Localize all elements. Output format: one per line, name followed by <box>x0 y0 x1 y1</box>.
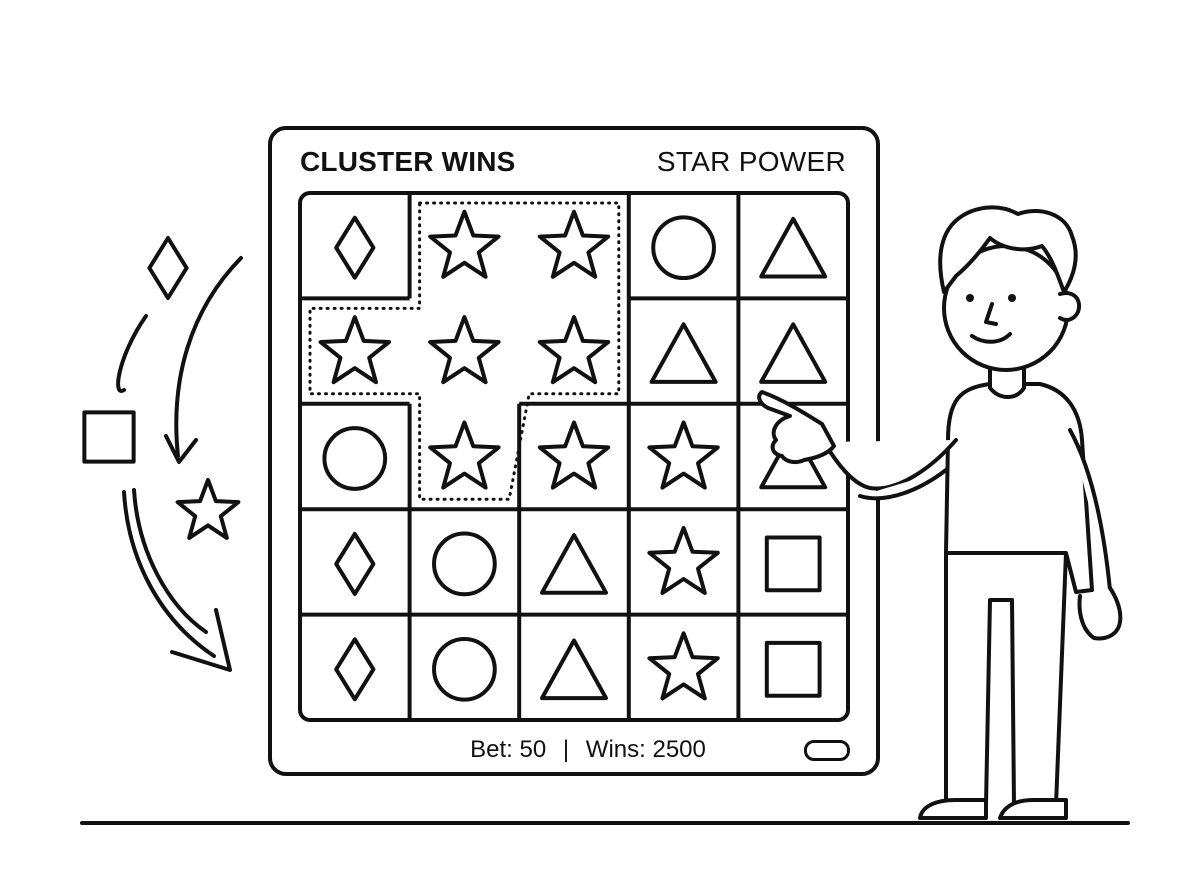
star-symbol <box>647 631 720 701</box>
circle-symbol <box>322 426 388 491</box>
star-symbol <box>647 420 720 490</box>
person-left-shoe <box>918 798 988 820</box>
star-symbol <box>537 209 611 279</box>
star-symbol <box>537 315 611 385</box>
diamond-symbol <box>334 531 376 596</box>
person-illustration <box>757 205 1123 820</box>
bet-value: 50 <box>519 736 547 763</box>
grid-lines <box>300 193 848 720</box>
status-bar: Bet: 50 | Wins: 2500 <box>400 736 776 764</box>
arrow-arc-upper <box>116 314 148 393</box>
person-pointing-arm-lower <box>858 468 948 501</box>
person-torso <box>944 382 1094 594</box>
triangle-symbol <box>540 533 608 595</box>
star-symbol <box>428 420 501 490</box>
person-pointing-arm-upper <box>822 438 958 491</box>
person-right-hand <box>1077 586 1123 641</box>
diamond-symbol <box>334 637 376 702</box>
person-right-eye <box>1008 294 1016 302</box>
circle-symbol <box>651 215 716 281</box>
diamond-symbol <box>334 215 376 280</box>
game-title: CLUSTER WINS <box>300 146 516 177</box>
star-symbol <box>428 209 501 279</box>
arrow-down-inner <box>174 256 243 458</box>
person-smile <box>970 332 1012 344</box>
wins-label: Wins: <box>585 736 646 763</box>
person-right-shoe <box>998 798 1068 820</box>
square-symbol <box>764 640 822 698</box>
arrow-long-outer <box>122 490 216 658</box>
person-left-eye <box>966 294 974 302</box>
star-symbol <box>647 525 720 595</box>
person-hair <box>938 205 1078 294</box>
spin-button[interactable] <box>804 740 850 761</box>
wins-value: 2500 <box>652 736 706 763</box>
bet-label: Bet: <box>470 736 513 763</box>
triangle-symbol <box>759 216 828 279</box>
falling-star-symbol <box>175 478 241 540</box>
falling-square-symbol <box>82 410 136 464</box>
reel-symbols <box>318 209 828 702</box>
arrow-head-large <box>170 608 232 672</box>
person-right-arm <box>1068 428 1112 592</box>
falling-diamond-symbol <box>147 236 189 300</box>
game-subtitle: STAR POWER <box>656 146 846 177</box>
arrow-head-small <box>164 434 198 464</box>
falling-symbols <box>82 236 241 540</box>
person-legs <box>944 551 1068 807</box>
circle-symbol <box>432 531 497 597</box>
square-symbol <box>764 535 822 593</box>
person-pointing-hand <box>757 390 836 465</box>
arrow-long-inner <box>132 488 208 634</box>
person-nose <box>984 302 998 326</box>
cascade-arrows <box>116 256 243 672</box>
triangle-symbol <box>759 322 828 384</box>
triangle-symbol <box>649 322 718 384</box>
star-symbol <box>537 420 611 490</box>
status-separator: | <box>562 736 570 763</box>
circle-symbol <box>432 636 497 702</box>
person-ear <box>1058 291 1081 322</box>
star-symbol <box>428 315 501 385</box>
triangle-symbol <box>540 638 608 701</box>
star-symbol <box>318 315 391 385</box>
